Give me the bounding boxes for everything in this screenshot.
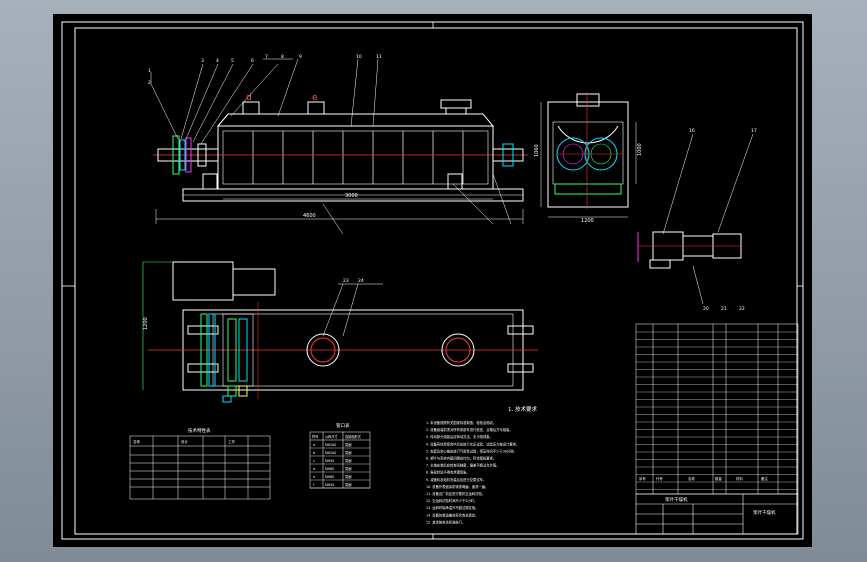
nozzle-table-cell: f [313, 483, 315, 487]
nozzle-table-cell: b [313, 451, 315, 455]
bom-header: 数量 [715, 476, 722, 481]
tech-requirement-line: 11. 设备出厂前应进行整机空运转试验。 [426, 491, 485, 496]
technical-data-table: 技术特性表 名称 设计 工作 [129, 427, 271, 500]
nozzle-table-cell: 突面 [345, 450, 352, 455]
nozzle-table-cell: c [313, 459, 315, 463]
cad-drawing: 1 2 3 4 5 6 7 8 9 10 11 d e 3000 4600 10… [61, 21, 804, 540]
tech-requirement-line: 6. 桨叶与壳体内壁间隙应均匀，符合图纸要求。 [426, 456, 496, 461]
nozzle-table-cell: 突面 [345, 442, 352, 447]
part-number: 24 [358, 278, 364, 284]
border-ticks [62, 22, 803, 539]
nozzle-table-cell: DN80 [325, 467, 334, 471]
tech-requirement-line: 13. 运转时轴承温升不超过规定值。 [426, 505, 478, 510]
bom-header: 备注 [761, 476, 768, 481]
tech-requirement-line: 1. 本设备按照有关国家标准制造、检验及验收。 [426, 420, 496, 425]
part-number: 9 [299, 54, 302, 60]
part-number: 21 [721, 306, 727, 312]
nozzle-table-cell: DN50 [325, 459, 334, 463]
part-numbers-top: 1 2 3 4 5 6 7 8 9 10 11 [148, 54, 382, 86]
dim-height: 1060 [534, 144, 540, 157]
part-number: 22 [739, 306, 745, 312]
nozzle-table-cell: DN100 [325, 443, 336, 447]
table-middle-header: 公称尺寸 [325, 434, 339, 439]
part-number: 20 [703, 306, 709, 312]
part-number: 17 [751, 128, 757, 134]
nozzle-table-cell: a [313, 443, 315, 447]
tech-requirement-line: 9. 减速机及电机安装后应进行空载试车。 [426, 477, 486, 482]
title-block-name: 浆叶干燥机 [665, 496, 688, 503]
table-left-title: 技术特性表 [188, 427, 211, 434]
part-number: 23 [343, 278, 349, 284]
dim-inner-length: 3000 [345, 193, 358, 199]
drive-detail [637, 133, 754, 305]
part-number: 2 [148, 80, 151, 86]
tech-requirement-line: 12. 空运转试验时间不少于2小时。 [426, 498, 477, 503]
front-view [150, 58, 528, 235]
tech-requirement-line: 4. 设备壳体焊接完毕后应进行水压试验，试验压力按设计要求。 [426, 441, 519, 446]
tech-requirement-line: 14. 设备包装运输应符合有关规定。 [426, 512, 478, 517]
nozzle-table-cell: 突面 [345, 474, 352, 479]
tech-requirement-line: 10. 设备外表面涂防锈漆两遍，面漆一遍。 [426, 484, 488, 489]
part-number: 11 [376, 54, 382, 60]
table-left-header: 名称 [133, 439, 140, 444]
table-left-header: 设计 [181, 439, 188, 444]
side-view [540, 92, 637, 218]
part-number: 10 [356, 54, 362, 60]
inner-border [74, 27, 798, 535]
part-number: 6 [251, 58, 254, 64]
part-number: 1 [148, 68, 151, 74]
nozzle-table-cell: 突面 [345, 458, 352, 463]
plan-view [142, 261, 538, 403]
tech-requirement-line: 8. 各密封处不得有泄漏现象。 [426, 470, 470, 475]
nozzle-label-e: e [312, 93, 318, 103]
outer-border [61, 21, 804, 540]
bom-header: 材料 [736, 476, 743, 481]
table-left-header: 工作 [228, 439, 235, 444]
bill-of-materials: 序号 代号 名称 数量 材料 备注 浆叶干燥机 浆叶干燥机 [635, 323, 799, 535]
tech-requirements-heading: 1. 技术要求 [508, 405, 537, 413]
dim-width-plan: 1200 [143, 317, 149, 330]
nozzle-table-cell: DN50 [325, 483, 334, 487]
table-middle-header: 连接面形式 [345, 434, 362, 439]
bom-header: 名称 [688, 476, 695, 481]
nozzle-table-cell: 突面 [345, 482, 352, 487]
dim-height-right: 1000 [637, 143, 643, 156]
part-number: 4 [216, 58, 219, 64]
table-middle-header: 符号 [312, 434, 318, 439]
part-number: 7 [265, 54, 268, 60]
table-middle-title: 管口表 [336, 422, 350, 429]
tech-requirement-line: 2. 设备组装前须对所有零部件进行检查，合格后方可组装。 [426, 427, 513, 432]
part-number: 16 [689, 128, 695, 134]
nozzle-table-cell: e [313, 475, 315, 479]
nozzle-table-cell: 突面 [345, 466, 352, 471]
nozzle-table-cell: DN100 [325, 451, 336, 455]
tech-requirement-line: 7. 主轴安装后应检查同轴度，偏差不超过允许值。 [426, 463, 499, 468]
dim-overall-length: 4600 [303, 213, 316, 219]
part-number: 5 [231, 58, 234, 64]
nozzle-table-cell: DN80 [325, 475, 334, 479]
cad-viewport[interactable]: 1 2 3 4 5 6 7 8 9 10 11 d e 3000 4600 10… [53, 14, 812, 547]
part-number: 8 [281, 54, 284, 60]
dim-width: 1200 [581, 218, 594, 224]
tech-requirements: 1. 技术要求 1. 本设备按照有关国家标准制造、检验及验收。 2. 设备组装前须… [426, 405, 537, 524]
tech-requirement-line: 3. 传动部分组装后应转动灵活，无卡阻现象。 [426, 434, 493, 439]
nozzle-table-cell: d [313, 467, 315, 471]
tech-requirement-line: 15. 其余按有关标准执行。 [426, 519, 465, 524]
bom-header: 序号 [639, 476, 646, 481]
bom-header: 代号 [656, 476, 663, 481]
nozzle-label-d: d [246, 93, 252, 103]
title-block-drawing-name: 浆叶干燥机 [753, 509, 776, 516]
tech-requirements-lines: 1. 本设备按照有关国家标准制造、检验及验收。 2. 设备组装前须对所有零部件进行… [426, 420, 519, 524]
part-number: 3 [201, 58, 204, 64]
tech-requirement-line: 5. 夹套及空心轴应进行气密性试验，保压时间不少于30分钟。 [426, 448, 517, 453]
